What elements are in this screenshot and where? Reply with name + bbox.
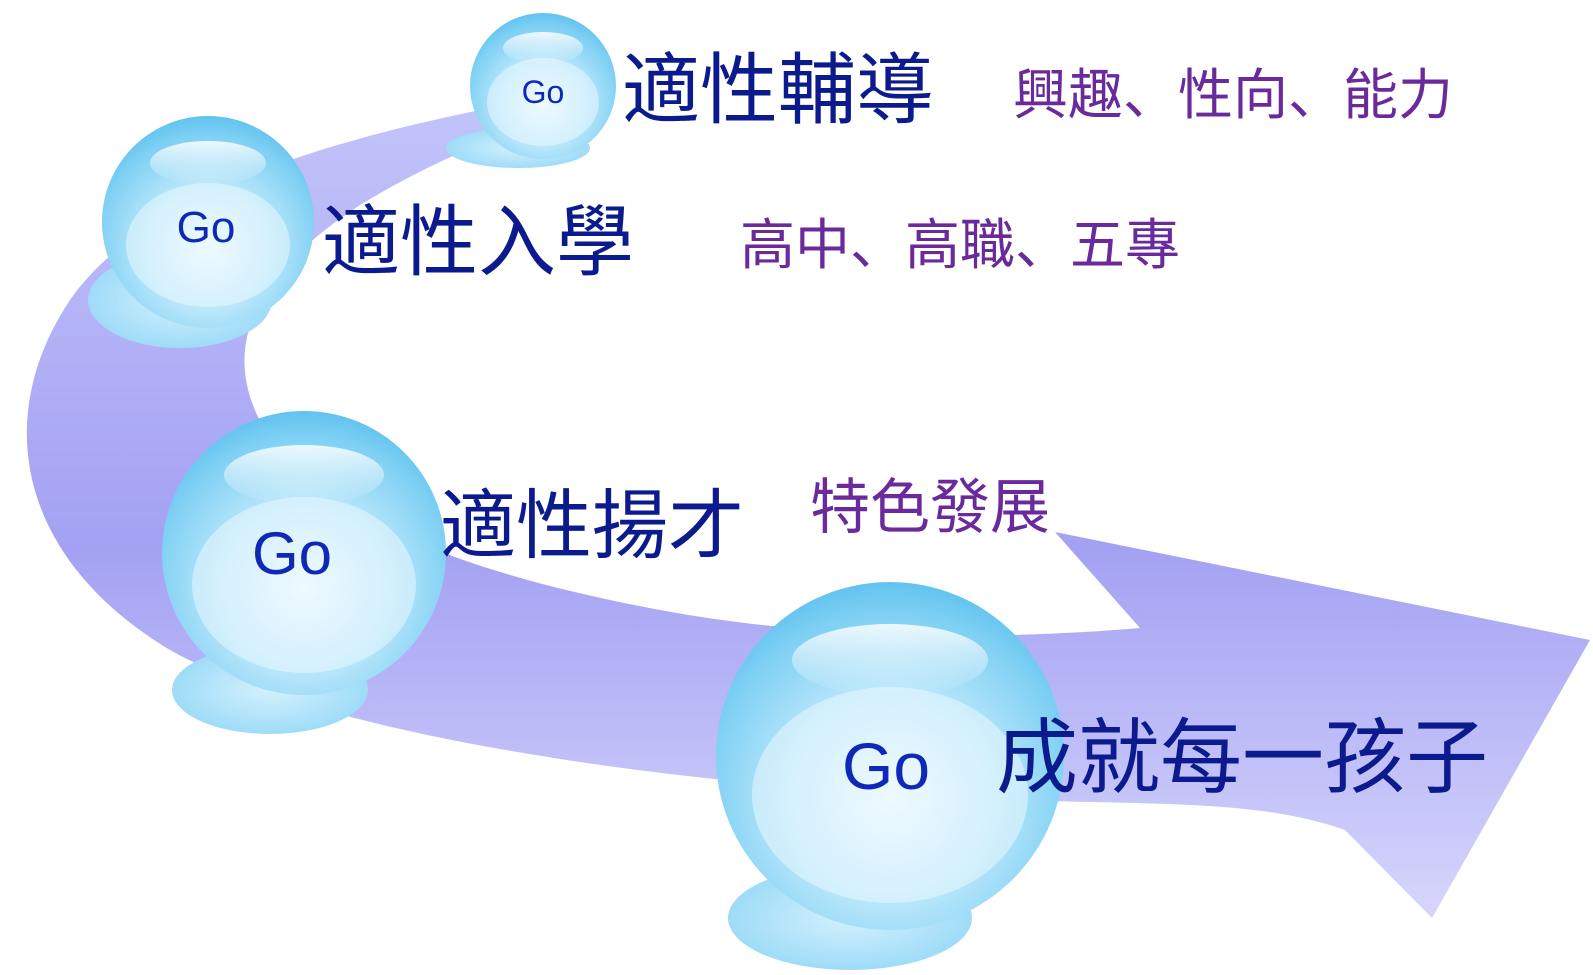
step-detail-1: 興趣、性向、能力 [1013, 63, 1454, 127]
bubble-1 [446, 13, 616, 168]
go-label-3: Go [251, 520, 333, 587]
go-label-2: Go [176, 203, 236, 252]
bubble-3 [162, 411, 446, 734]
go-label-1: Go [521, 74, 565, 110]
go-label-4: Go [841, 729, 931, 803]
step-title-3: 適性揚才 [440, 481, 744, 570]
step-title-1: 適性輔導 [622, 46, 935, 136]
bubble-4 [716, 582, 1064, 970]
step-detail-3: 特色發展 [810, 473, 1050, 543]
bubble-2 [88, 116, 314, 348]
step-detail-2: 高中、高職、五專 [740, 213, 1181, 277]
step-title-2: 適性入學 [322, 198, 635, 288]
curved-arrow [26, 95, 1591, 918]
step-title-4: 成就每一孩子 [996, 711, 1489, 806]
